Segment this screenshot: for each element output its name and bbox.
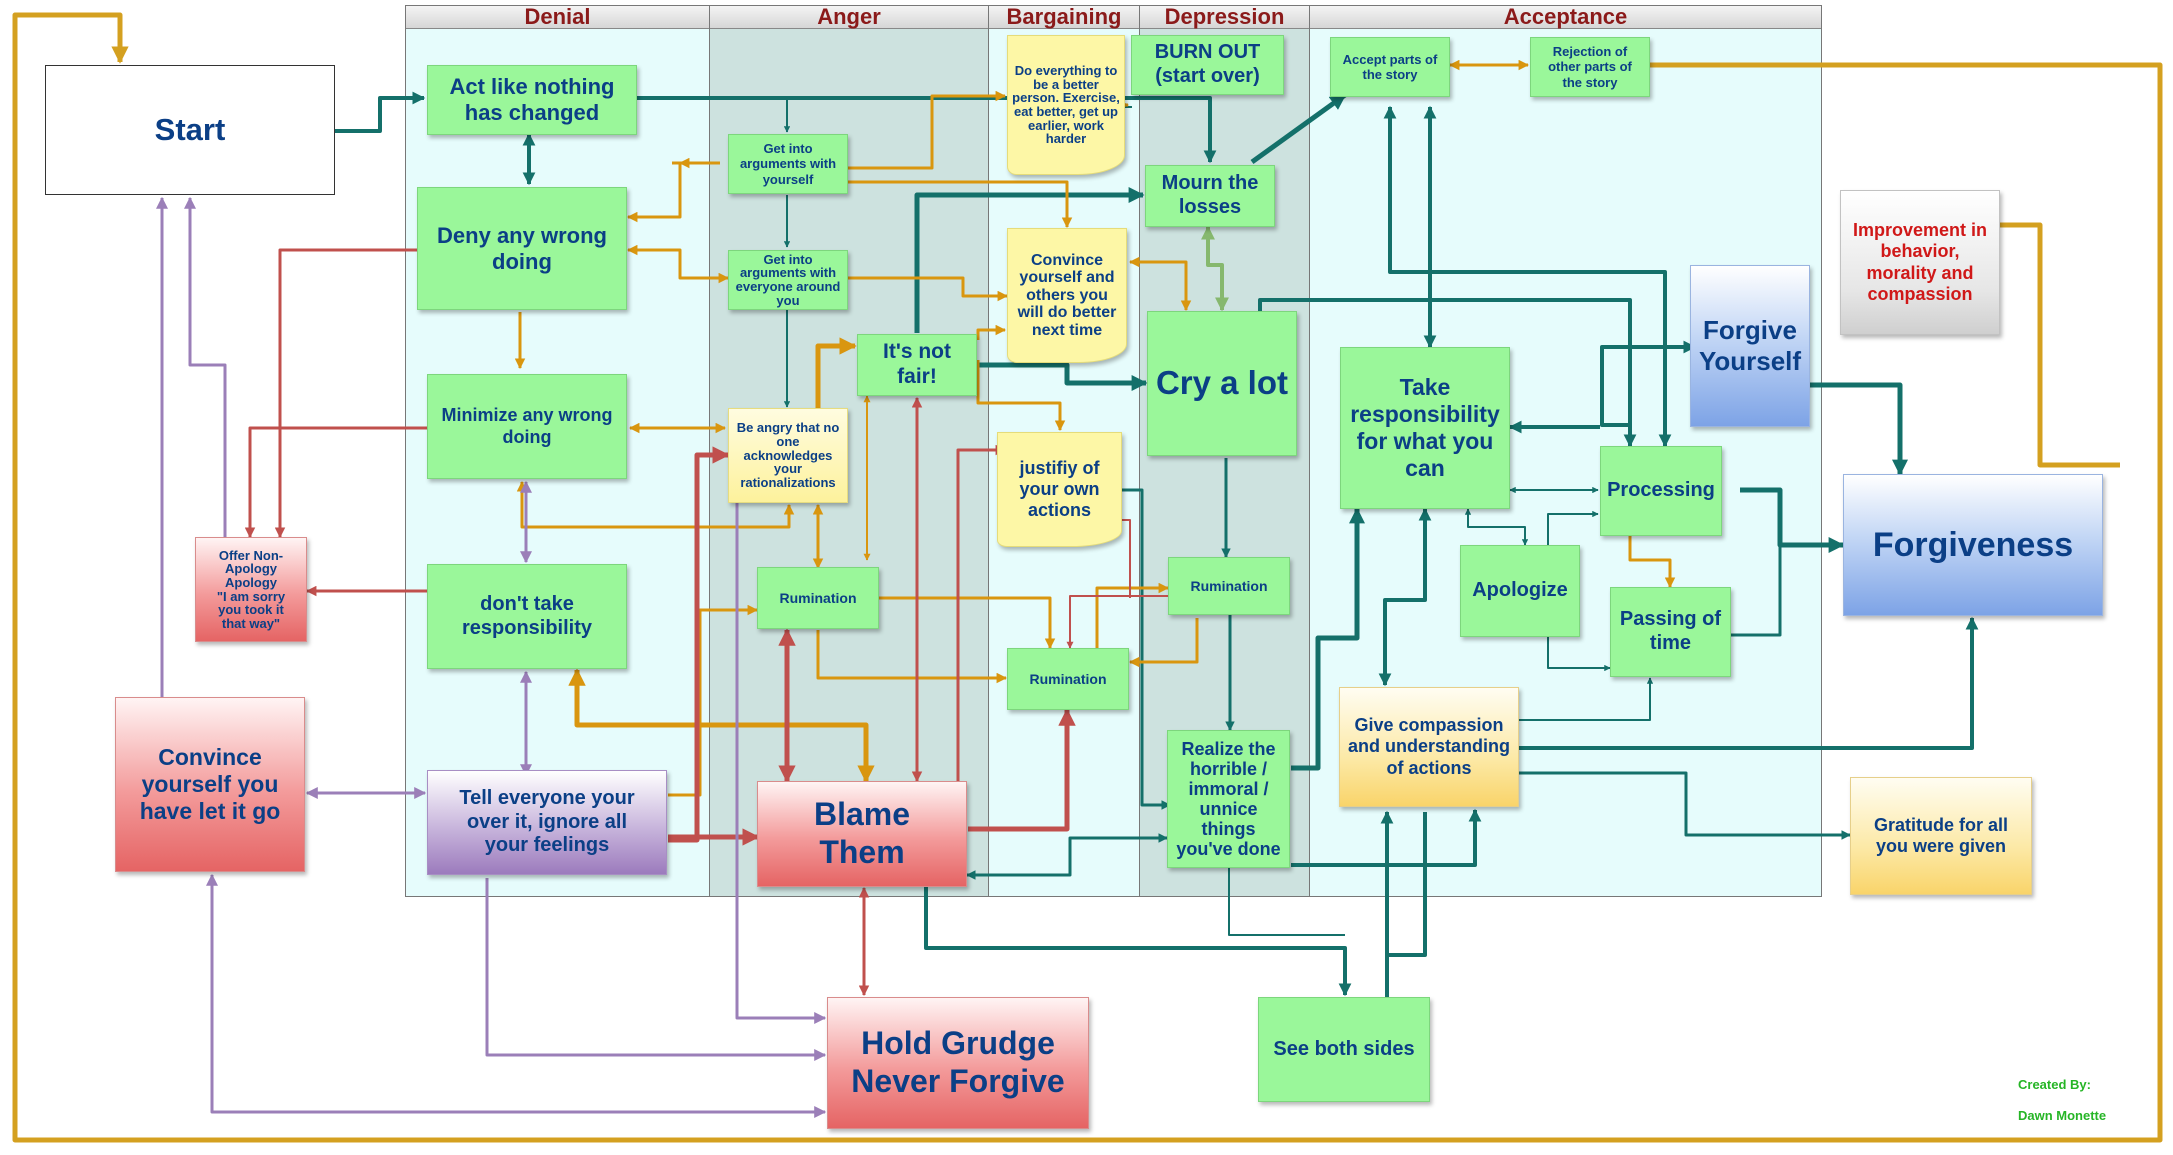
rumination-depression-box[interactable]: Rumination bbox=[1168, 557, 1290, 615]
realize-horrible-box[interactable]: Realize the horrible / immoral / unnice … bbox=[1167, 730, 1290, 868]
edge-convince-hold bbox=[206, 873, 827, 1118]
deny-wrong-box[interactable]: Deny any wrong doing bbox=[417, 187, 627, 310]
lane-label-acceptance: Acceptance bbox=[1310, 6, 1821, 29]
lane-label-anger: Anger bbox=[710, 6, 988, 29]
arguments-everyone-box[interactable]: Get into arguments with everyone around … bbox=[728, 250, 848, 310]
credit-author: Dawn Monette bbox=[2018, 1108, 2107, 1123]
offer-non-apology-box[interactable]: Offer Non- Apology Apology "I am sorry y… bbox=[195, 537, 307, 642]
rumination-bargaining-box[interactable]: Rumination bbox=[1007, 648, 1129, 710]
apologize-box[interactable]: Apologize bbox=[1460, 545, 1580, 637]
minimize-wrong-box[interactable]: Minimize any wrong doing bbox=[427, 374, 627, 479]
do-everything-box[interactable]: Do everything to be a better person. Exe… bbox=[1007, 35, 1125, 175]
justify-actions-box[interactable]: justifiy of your own actions bbox=[997, 432, 1122, 547]
mourn-losses-box[interactable]: Mourn the losses bbox=[1145, 165, 1275, 227]
improvement-box[interactable]: Improvement in behavior, morality and co… bbox=[1840, 190, 2000, 335]
credit-label: Created By: bbox=[2018, 1077, 2091, 1092]
dont-take-responsibility-box[interactable]: don't take responsibility bbox=[427, 564, 627, 669]
its-not-fair-box[interactable]: It's not fair! bbox=[857, 334, 977, 396]
convince-better-box[interactable]: Convince yourself and others you will do… bbox=[1007, 228, 1127, 363]
lane-label-depression: Depression bbox=[1140, 6, 1309, 29]
cry-a-lot-box[interactable]: Cry a lot bbox=[1147, 311, 1297, 456]
convince-let-go-box[interactable]: Convince yourself you have let it go bbox=[115, 697, 305, 872]
rumination-anger-box[interactable]: Rumination bbox=[757, 567, 879, 629]
burn-out-box[interactable]: BURN OUT (start over) bbox=[1131, 35, 1284, 95]
edge-deny-nonapology bbox=[274, 248, 417, 539]
accept-parts-box[interactable]: Accept parts of the story bbox=[1330, 37, 1450, 97]
be-angry-box[interactable]: Be angry that no one acknowledges your r… bbox=[728, 408, 848, 503]
rejection-parts-box[interactable]: Rejection of other parts of the story bbox=[1530, 37, 1650, 97]
passing-of-time-box[interactable]: Passing of time bbox=[1610, 587, 1731, 677]
processing-box[interactable]: Processing bbox=[1600, 446, 1722, 536]
tell-everyone-box[interactable]: Tell everyone your over it, ignore all y… bbox=[427, 770, 667, 875]
lane-label-denial: Denial bbox=[406, 6, 709, 29]
edge-nonapology-start bbox=[184, 196, 227, 537]
edge-forgive-forgiveness bbox=[1810, 382, 1909, 476]
forgiveness-box[interactable]: Forgiveness bbox=[1843, 474, 2103, 616]
hold-grudge-box[interactable]: Hold Grudge Never Forgive bbox=[827, 997, 1089, 1129]
edge-outer-loop-left bbox=[2000, 222, 2120, 468]
give-compassion-box[interactable]: Give compassion and understanding of act… bbox=[1339, 687, 1519, 807]
take-responsibility-box[interactable]: Take responsibility for what you can bbox=[1340, 347, 1510, 509]
edge-tell-hold bbox=[485, 878, 827, 1061]
blame-them-box[interactable]: Blame Them bbox=[757, 781, 967, 887]
gratitude-box[interactable]: Gratitude for all you were given bbox=[1850, 777, 2032, 895]
act-like-nothing-box[interactable]: Act like nothing has changed bbox=[427, 65, 637, 135]
start-box[interactable]: Start bbox=[45, 65, 335, 195]
arguments-yourself-box[interactable]: Get into arguments with yourself bbox=[728, 134, 848, 194]
see-both-sides-box[interactable]: See both sides bbox=[1258, 997, 1430, 1102]
edge-minimize-nonapology bbox=[244, 426, 427, 539]
forgive-yourself-box[interactable]: Forgive Yourself bbox=[1690, 265, 1810, 427]
edge-blame-seeboth bbox=[924, 886, 1352, 997]
lane-label-bargaining: Bargaining bbox=[989, 6, 1139, 29]
